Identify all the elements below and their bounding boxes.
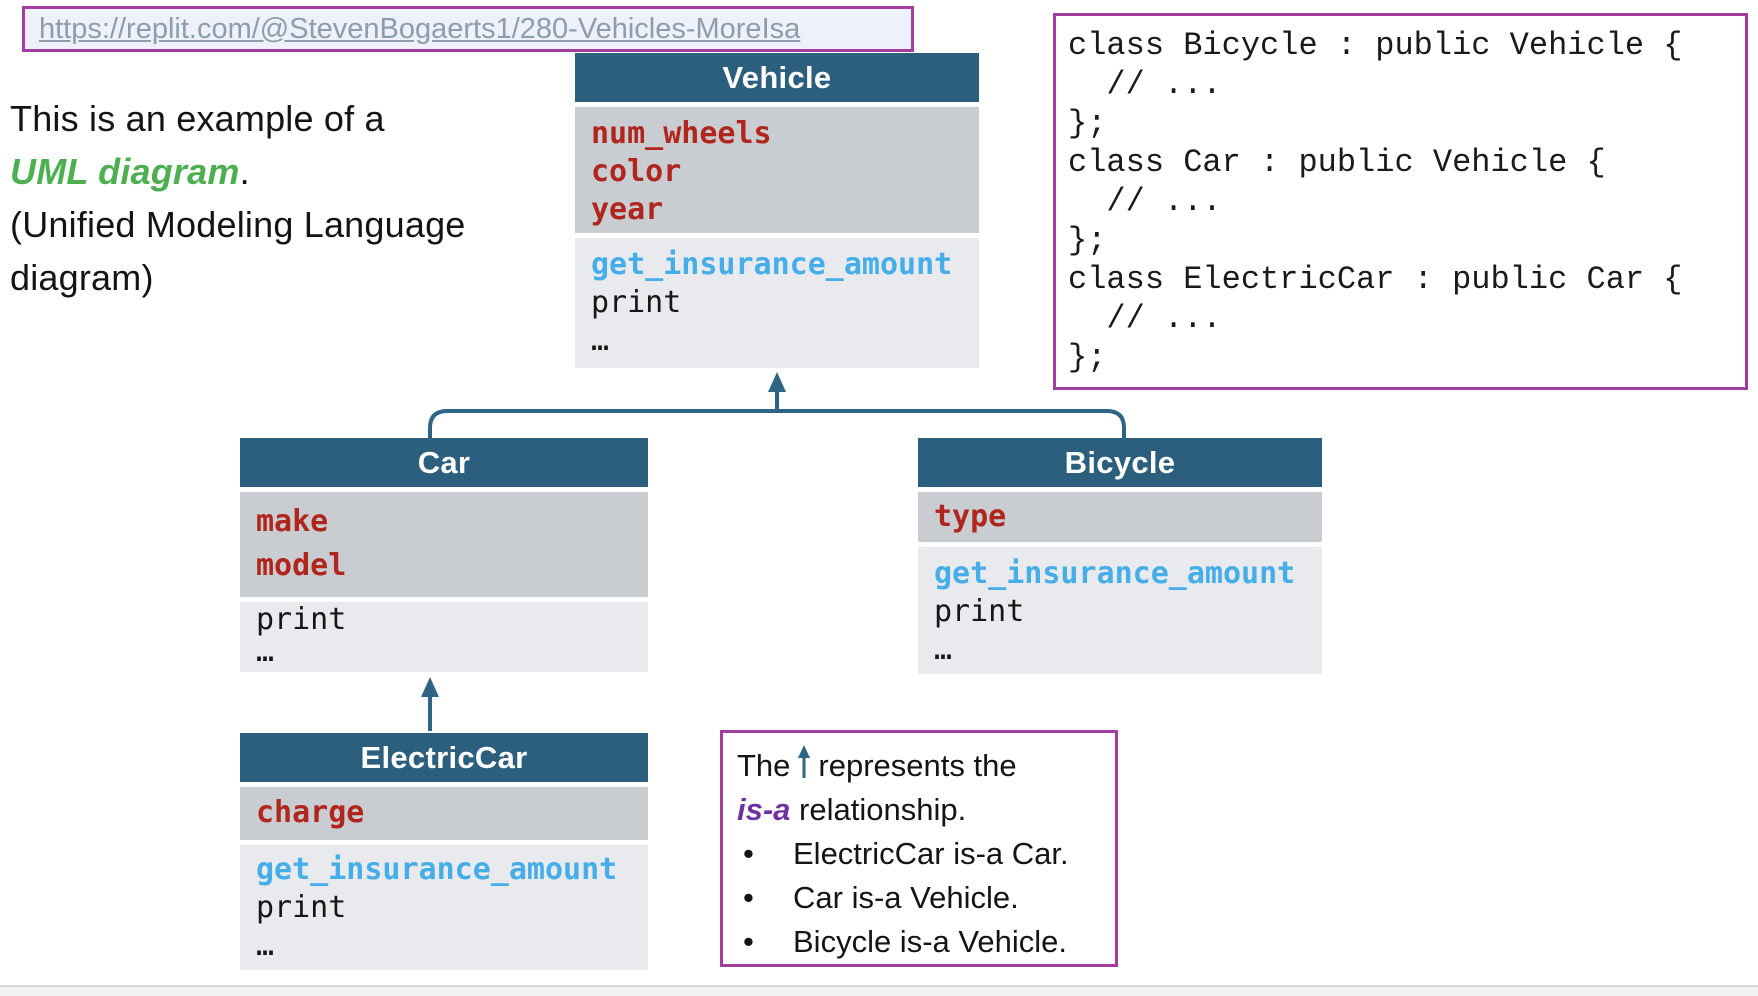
attribute: num_wheels [591, 116, 772, 151]
isa-line-1: The represents the [737, 742, 1115, 788]
code-line: // ... [1068, 66, 1222, 103]
vehicle-attributes-section: num_wheels color year [575, 107, 979, 233]
uml-class-vehicle: Vehicle num_wheels color year get_insura… [575, 53, 979, 368]
code-line: class ElectricCar : public Car { [1068, 261, 1683, 298]
method: print [256, 890, 347, 925]
car-methods-section: print … [240, 602, 648, 672]
code-line: // ... [1068, 183, 1222, 220]
class-title-vehicle: Vehicle [575, 53, 979, 102]
isa-bullet-item: • Car is-a Vehicle. [737, 876, 1115, 920]
isa-line2-post: relationship. [790, 792, 967, 827]
bullet-marker: • [743, 924, 754, 959]
attribute: type [934, 499, 1007, 534]
attribute: make [256, 504, 329, 539]
method-ellipsis: … [256, 634, 275, 669]
isa-line1-post: represents the [818, 748, 1017, 783]
isa-bullet-item: • Bicycle is-a Vehicle. [737, 920, 1115, 964]
class-title-bicycle: Bicycle [918, 438, 1322, 487]
electriccar-attributes-section: charge [240, 787, 648, 840]
uml-class-bicycle: Bicycle type get_insurance_amount print … [918, 438, 1322, 674]
isa-explanation-box: The represents the is-a relationship. • E… [720, 730, 1118, 967]
method-ellipsis: … [934, 632, 953, 667]
replit-link[interactable]: https://replit.com/@StevenBogaerts1/280-… [39, 12, 801, 45]
isa-bullet-text: Bicycle is-a Vehicle. [793, 924, 1067, 959]
arrow-to-car-head [421, 677, 439, 697]
electriccar-methods-section: get_insurance_amount print … [240, 845, 648, 970]
method: print [591, 285, 682, 320]
class-title-electriccar: ElectricCar [240, 733, 648, 782]
intro-line-2: UML diagram. [10, 145, 466, 198]
code-box: class Bicycle : public Vehicle { // ... … [1053, 13, 1748, 390]
method: get_insurance_amount [256, 852, 618, 887]
arrow-to-vehicle-head [768, 372, 786, 392]
code-line: }; [1068, 222, 1107, 259]
method-ellipsis: … [591, 323, 610, 358]
car-attributes-section: make model [240, 492, 648, 597]
attribute: color [591, 154, 682, 189]
intro-line-3: (Unified Modeling Language [10, 204, 466, 245]
up-arrow-icon [798, 745, 811, 778]
method-ellipsis: … [256, 928, 275, 963]
bullet-marker: • [743, 880, 754, 915]
intro-line-4: diagram) [10, 257, 154, 298]
attribute: charge [256, 795, 365, 830]
isa-line-2: is-a relationship. [737, 788, 1115, 832]
intro-line-1: This is an example of a [10, 98, 385, 139]
code-line: }; [1068, 105, 1107, 142]
isa-bullet-item: • ElectricCar is-a Car. [737, 832, 1115, 876]
isa-bullet-text: ElectricCar is-a Car. [793, 836, 1069, 871]
method: get_insurance_amount [934, 556, 1296, 591]
attribute: year [591, 192, 664, 227]
slide-bottom-edge [0, 985, 1758, 996]
isa-bullet-text: Car is-a Vehicle. [793, 880, 1019, 915]
code-line: }; [1068, 339, 1107, 376]
isa-keyword: is-a [737, 792, 791, 827]
method: print [934, 594, 1025, 629]
method: print [256, 602, 347, 637]
code-line: class Bicycle : public Vehicle { [1068, 27, 1683, 64]
code-line: class Car : public Vehicle { [1068, 144, 1606, 181]
connector-tee [428, 409, 1126, 440]
uml-class-car: Car make model print … [240, 438, 648, 672]
uml-class-electriccar: ElectricCar charge get_insurance_amount … [240, 733, 648, 970]
bicycle-methods-section: get_insurance_amount print … [918, 547, 1322, 674]
isa-line1-pre: The [737, 748, 791, 783]
attribute: model [256, 548, 347, 583]
class-title-car: Car [240, 438, 648, 487]
method: get_insurance_amount [591, 247, 953, 282]
uml-diagram-highlight: UML diagram [10, 151, 240, 192]
bicycle-attributes-section: type [918, 492, 1322, 542]
vehicle-methods-section: get_insurance_amount print … [575, 238, 979, 368]
intro-text: This is an example of a UML diagram. (Un… [10, 92, 466, 304]
url-box: https://replit.com/@StevenBogaerts1/280-… [22, 6, 914, 52]
intro-period: . [239, 151, 250, 192]
bullet-marker: • [743, 836, 754, 871]
code-line: // ... [1068, 300, 1222, 337]
